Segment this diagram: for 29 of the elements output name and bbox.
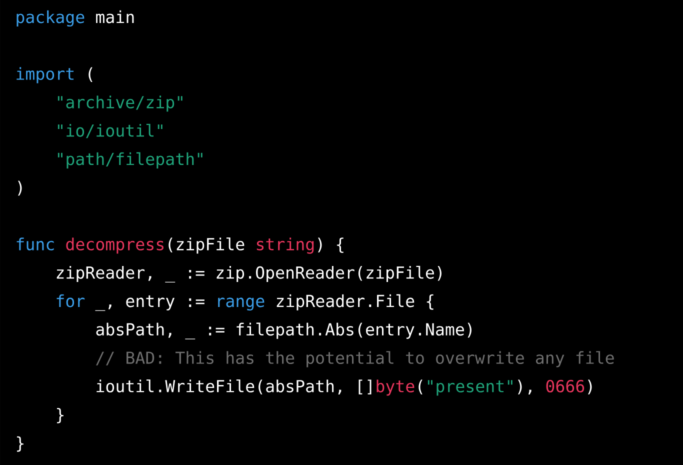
code-string: "io/ioutil" bbox=[58, 124, 162, 138]
code-text: ) { bbox=[318, 238, 344, 253]
code-keyword: range bbox=[218, 298, 264, 311]
code-string: "present" bbox=[428, 380, 512, 396]
code-text: main bbox=[96, 10, 134, 24]
code-text: absPath, _ := filepath.Abs(entry.Name) bbox=[96, 322, 472, 340]
code-keyword: package bbox=[16, 10, 84, 27]
code-text: zipReader, _ := zip.OpenReader(zipFile) bbox=[56, 266, 442, 282]
code-highlight: decompress bbox=[66, 238, 164, 254]
code-highlight: 0666 bbox=[546, 380, 584, 392]
code-text: ), bbox=[518, 380, 532, 394]
code-text: ) bbox=[18, 180, 22, 196]
code-keyword: func bbox=[16, 238, 54, 250]
code-text: (zipFile bbox=[168, 237, 244, 254]
code-string: "archive/zip" bbox=[58, 96, 182, 112]
code-text: zipReader.File { bbox=[276, 294, 434, 310]
code-text: } bbox=[17, 436, 24, 452]
code-highlight: byte bbox=[376, 380, 414, 396]
code-text: ( bbox=[418, 380, 422, 394]
code-text: _, entry := bbox=[95, 295, 204, 311]
code-text: ioutil.WriteFile(absPath, [] bbox=[96, 379, 372, 394]
code-text: } bbox=[57, 408, 64, 424]
code-highlight: string bbox=[256, 238, 314, 254]
code-comment: // BAD: This has the potential to overwrite any file bbox=[96, 351, 614, 368]
code-keyword: for bbox=[56, 294, 85, 308]
code-keyword: import bbox=[16, 67, 74, 84]
code-string: "path/filepath" bbox=[58, 152, 202, 168]
code-text: ( bbox=[88, 67, 92, 82]
code-text: ) bbox=[588, 380, 592, 394]
